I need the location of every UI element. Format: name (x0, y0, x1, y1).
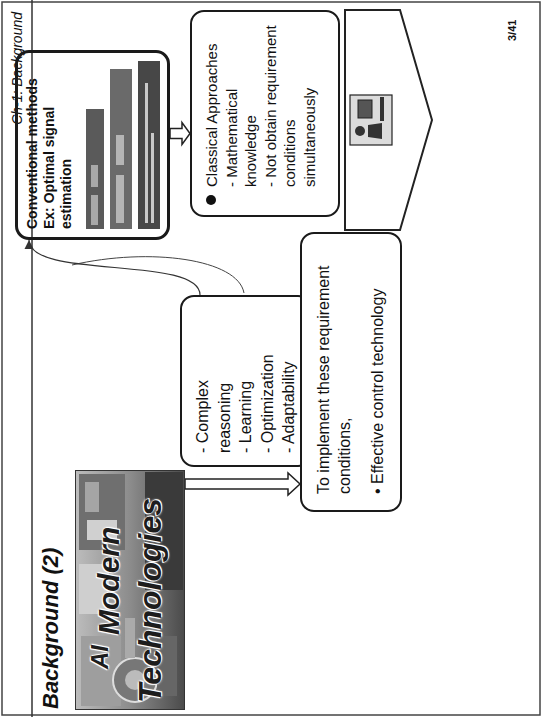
formula-images (86, 61, 160, 229)
process-box: To implement these requirement condition… (300, 232, 402, 512)
computer-user-icon (350, 95, 392, 145)
box-text: - Mathematical knowledge (222, 22, 261, 187)
list-item: - Optimization (257, 309, 279, 453)
photo-caption: Modern (92, 527, 126, 635)
box-text: Classical Approaches (202, 22, 222, 187)
list-item: - Adaptability (278, 309, 300, 453)
photo-caption: AI (86, 645, 114, 669)
chevron-arrow (345, 10, 432, 230)
arrow-head (25, 240, 34, 249)
method-box: Conventional methodsEx: Optimal signal e… (15, 50, 170, 240)
box-text: • Effective control technology (368, 250, 389, 494)
box-text: - Not obtain requirement conditions simu… (261, 22, 320, 187)
box-text: Ex: Optimal signal estimation (41, 61, 75, 229)
block-arrow (170, 123, 190, 145)
block-arrow (185, 473, 300, 495)
box-text: Conventional methods (24, 61, 41, 229)
list-item: - Complex reasoning (192, 309, 235, 453)
page-number: 3/41 (506, 20, 518, 41)
curved-line (72, 257, 244, 293)
approach-box: Classical Approaches- Mathematical knowl… (190, 10, 340, 217)
curved-arrow (29, 240, 200, 295)
box-text: To implement these requirement condition… (314, 250, 356, 494)
requirement-box: - Complex reasoning- Learning- Optimizat… (180, 295, 312, 467)
photo-panel: AI ModernTechnologies (75, 470, 185, 710)
photo-collage (75, 470, 185, 710)
list-item: - Learning (235, 309, 257, 453)
slide-title: Background (2) (38, 548, 64, 709)
photo-caption: Technologies (132, 498, 169, 703)
